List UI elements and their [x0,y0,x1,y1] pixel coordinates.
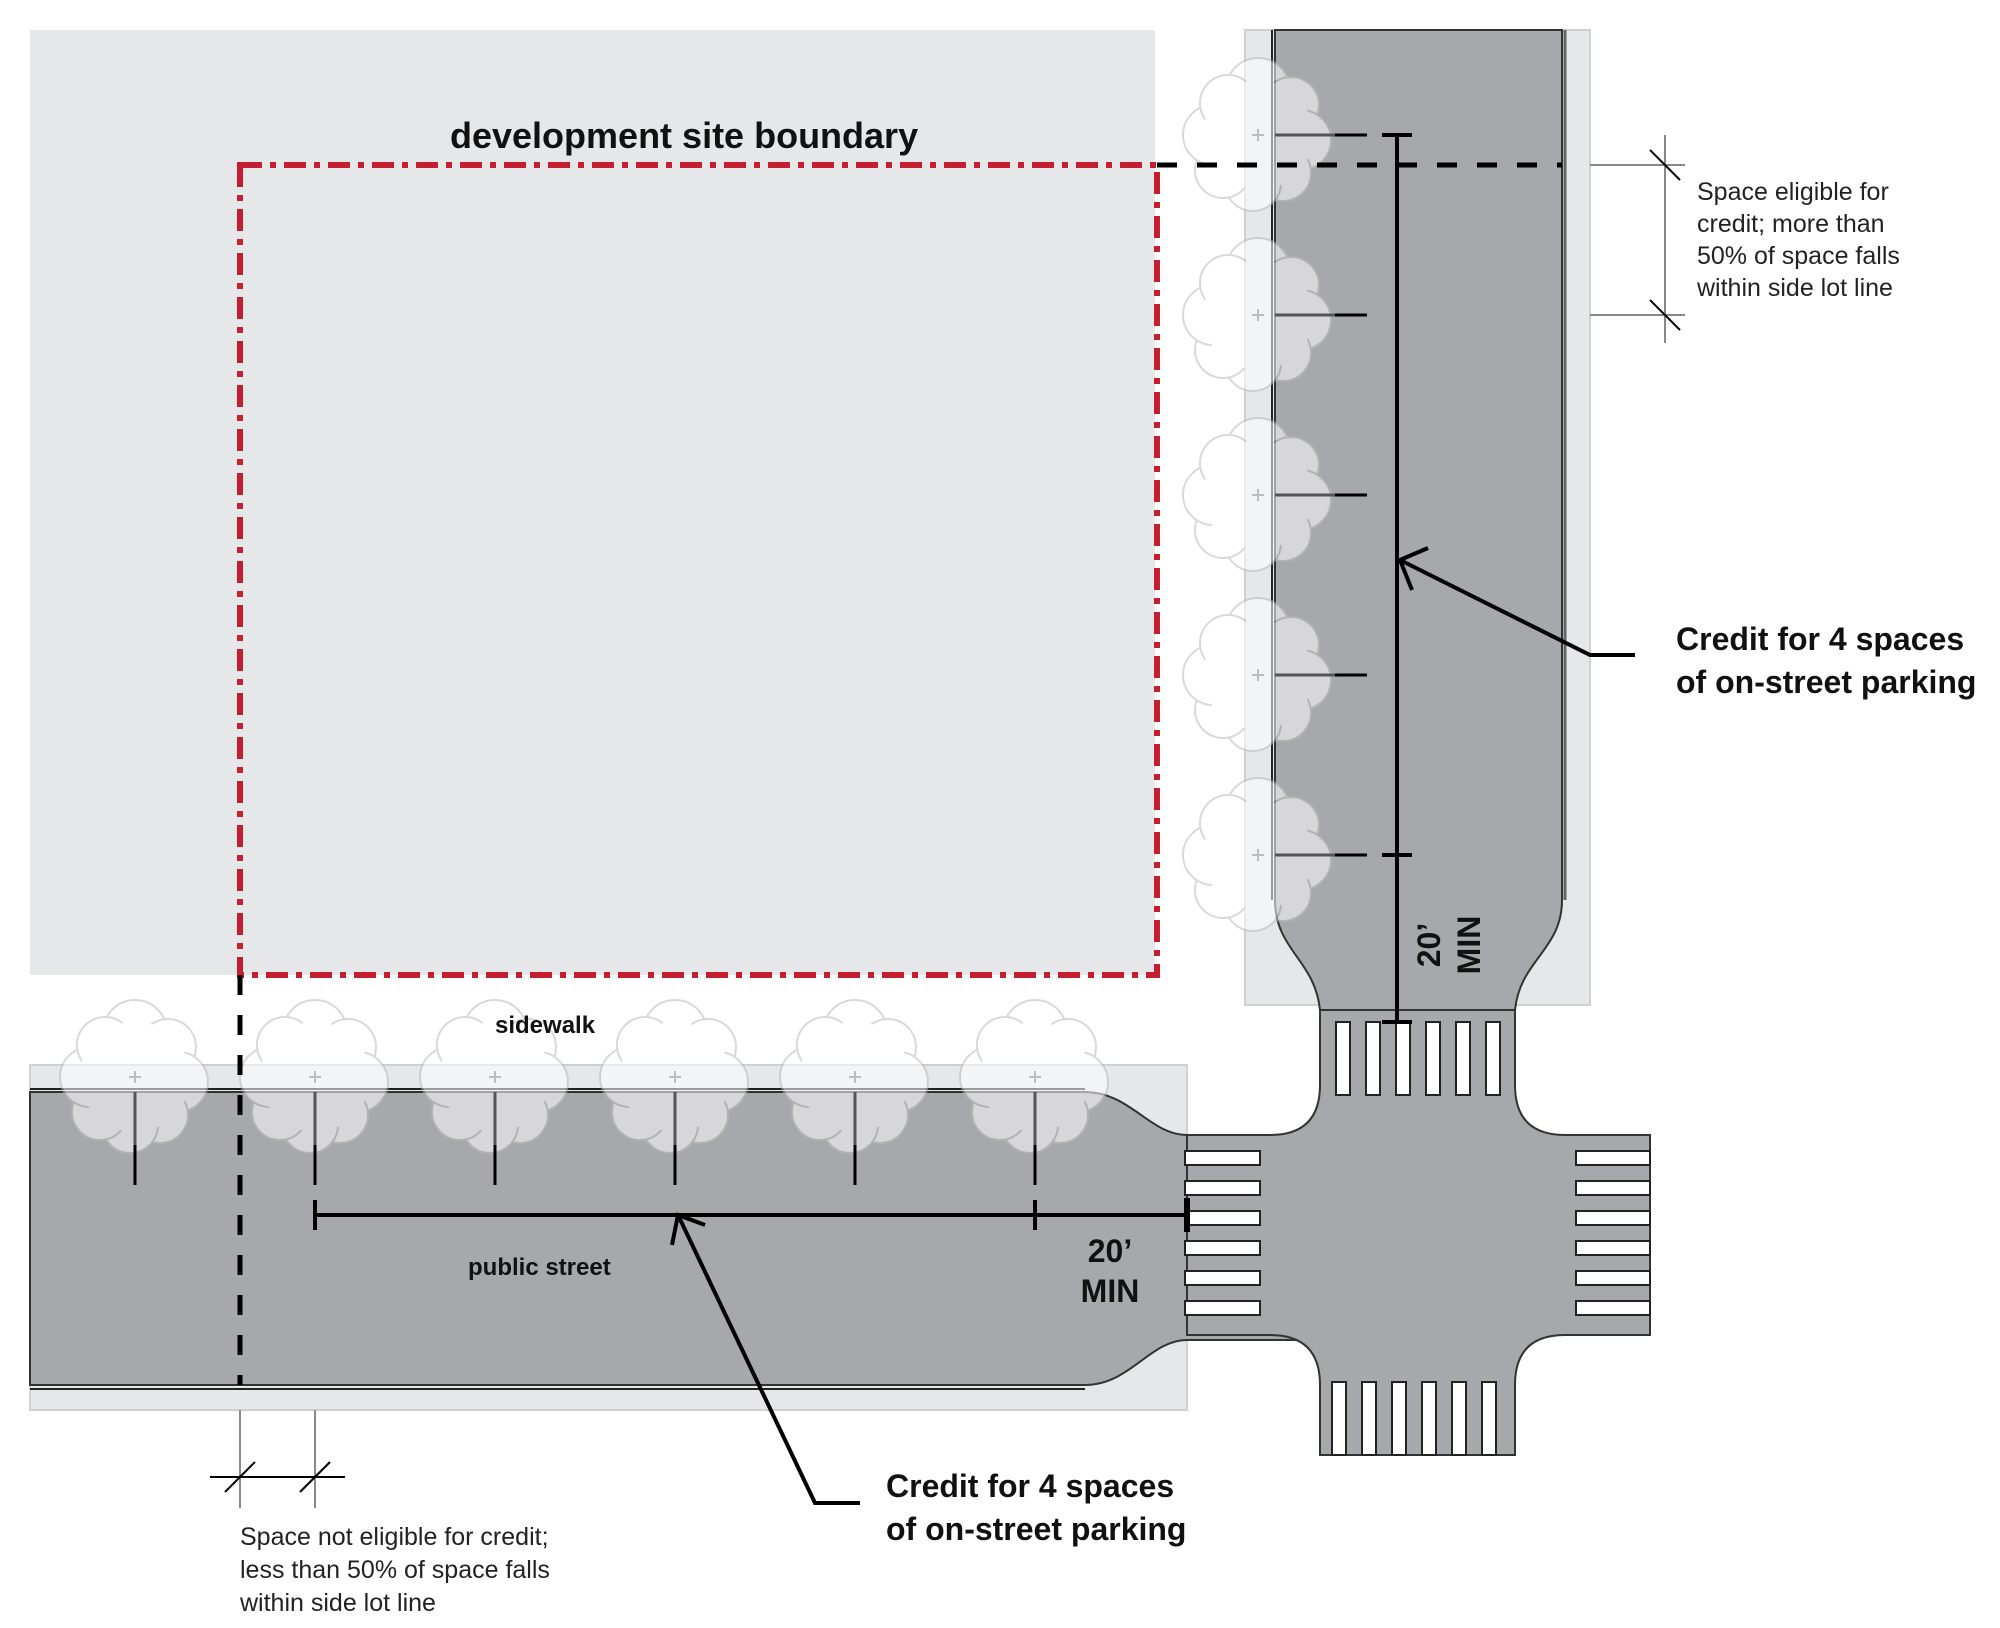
crosswalk-west [1184,1150,1261,1316]
not-eligible-space-note: Space not eligible for credit; less than… [239,1523,557,1617]
vertical-stall-dividers [1275,133,1367,857]
horizontal-credit-dimension [313,1198,1190,1232]
eligible-space-note: Space eligible for credit; more than 50%… [1696,178,1907,302]
crosswalk-east [1575,1150,1651,1316]
credit-bottom-label: Credit for 4 spaces of on-street parking [886,1468,1186,1547]
tree-icon [959,999,1109,1154]
eligible-space-dimension [1590,135,1685,343]
tree-icon [1182,237,1332,392]
credit-right-leader [1397,546,1635,657]
site-boundary-label: development site boundary [450,115,918,156]
public-street-label: public street [468,1254,611,1281]
development-site-area [30,30,1155,975]
site-boundary-line [237,162,1160,978]
tree-icon [59,999,209,1154]
crosswalk-south [1331,1381,1497,1456]
min-distance-label-vertical: 20’ [1411,923,1447,967]
tree-icon [1182,777,1332,932]
sidewalk-label: sidewalk [495,1012,596,1039]
tree-icon [599,999,749,1154]
min-distance-label-horizontal: 20’ [1088,1233,1132,1269]
tree-icon [779,999,929,1154]
crosswalk-north [1335,1021,1501,1096]
not-eligible-space-dimension [210,1410,345,1508]
vertical-credit-dimension [1382,133,1412,1024]
tree-icon [1182,597,1332,752]
tree-icon [419,999,569,1154]
min-distance-label-horizontal-unit: MIN [1081,1273,1140,1309]
min-distance-label-vertical-unit: MIN [1451,916,1487,975]
credit-right-label: Credit for 4 spaces of on-street parking [1676,621,1976,700]
intersection [1186,1009,1651,1456]
horizontal-stall-dividers [133,1092,1037,1185]
tree-icon [239,999,389,1154]
credit-bottom-leader [670,1212,860,1505]
